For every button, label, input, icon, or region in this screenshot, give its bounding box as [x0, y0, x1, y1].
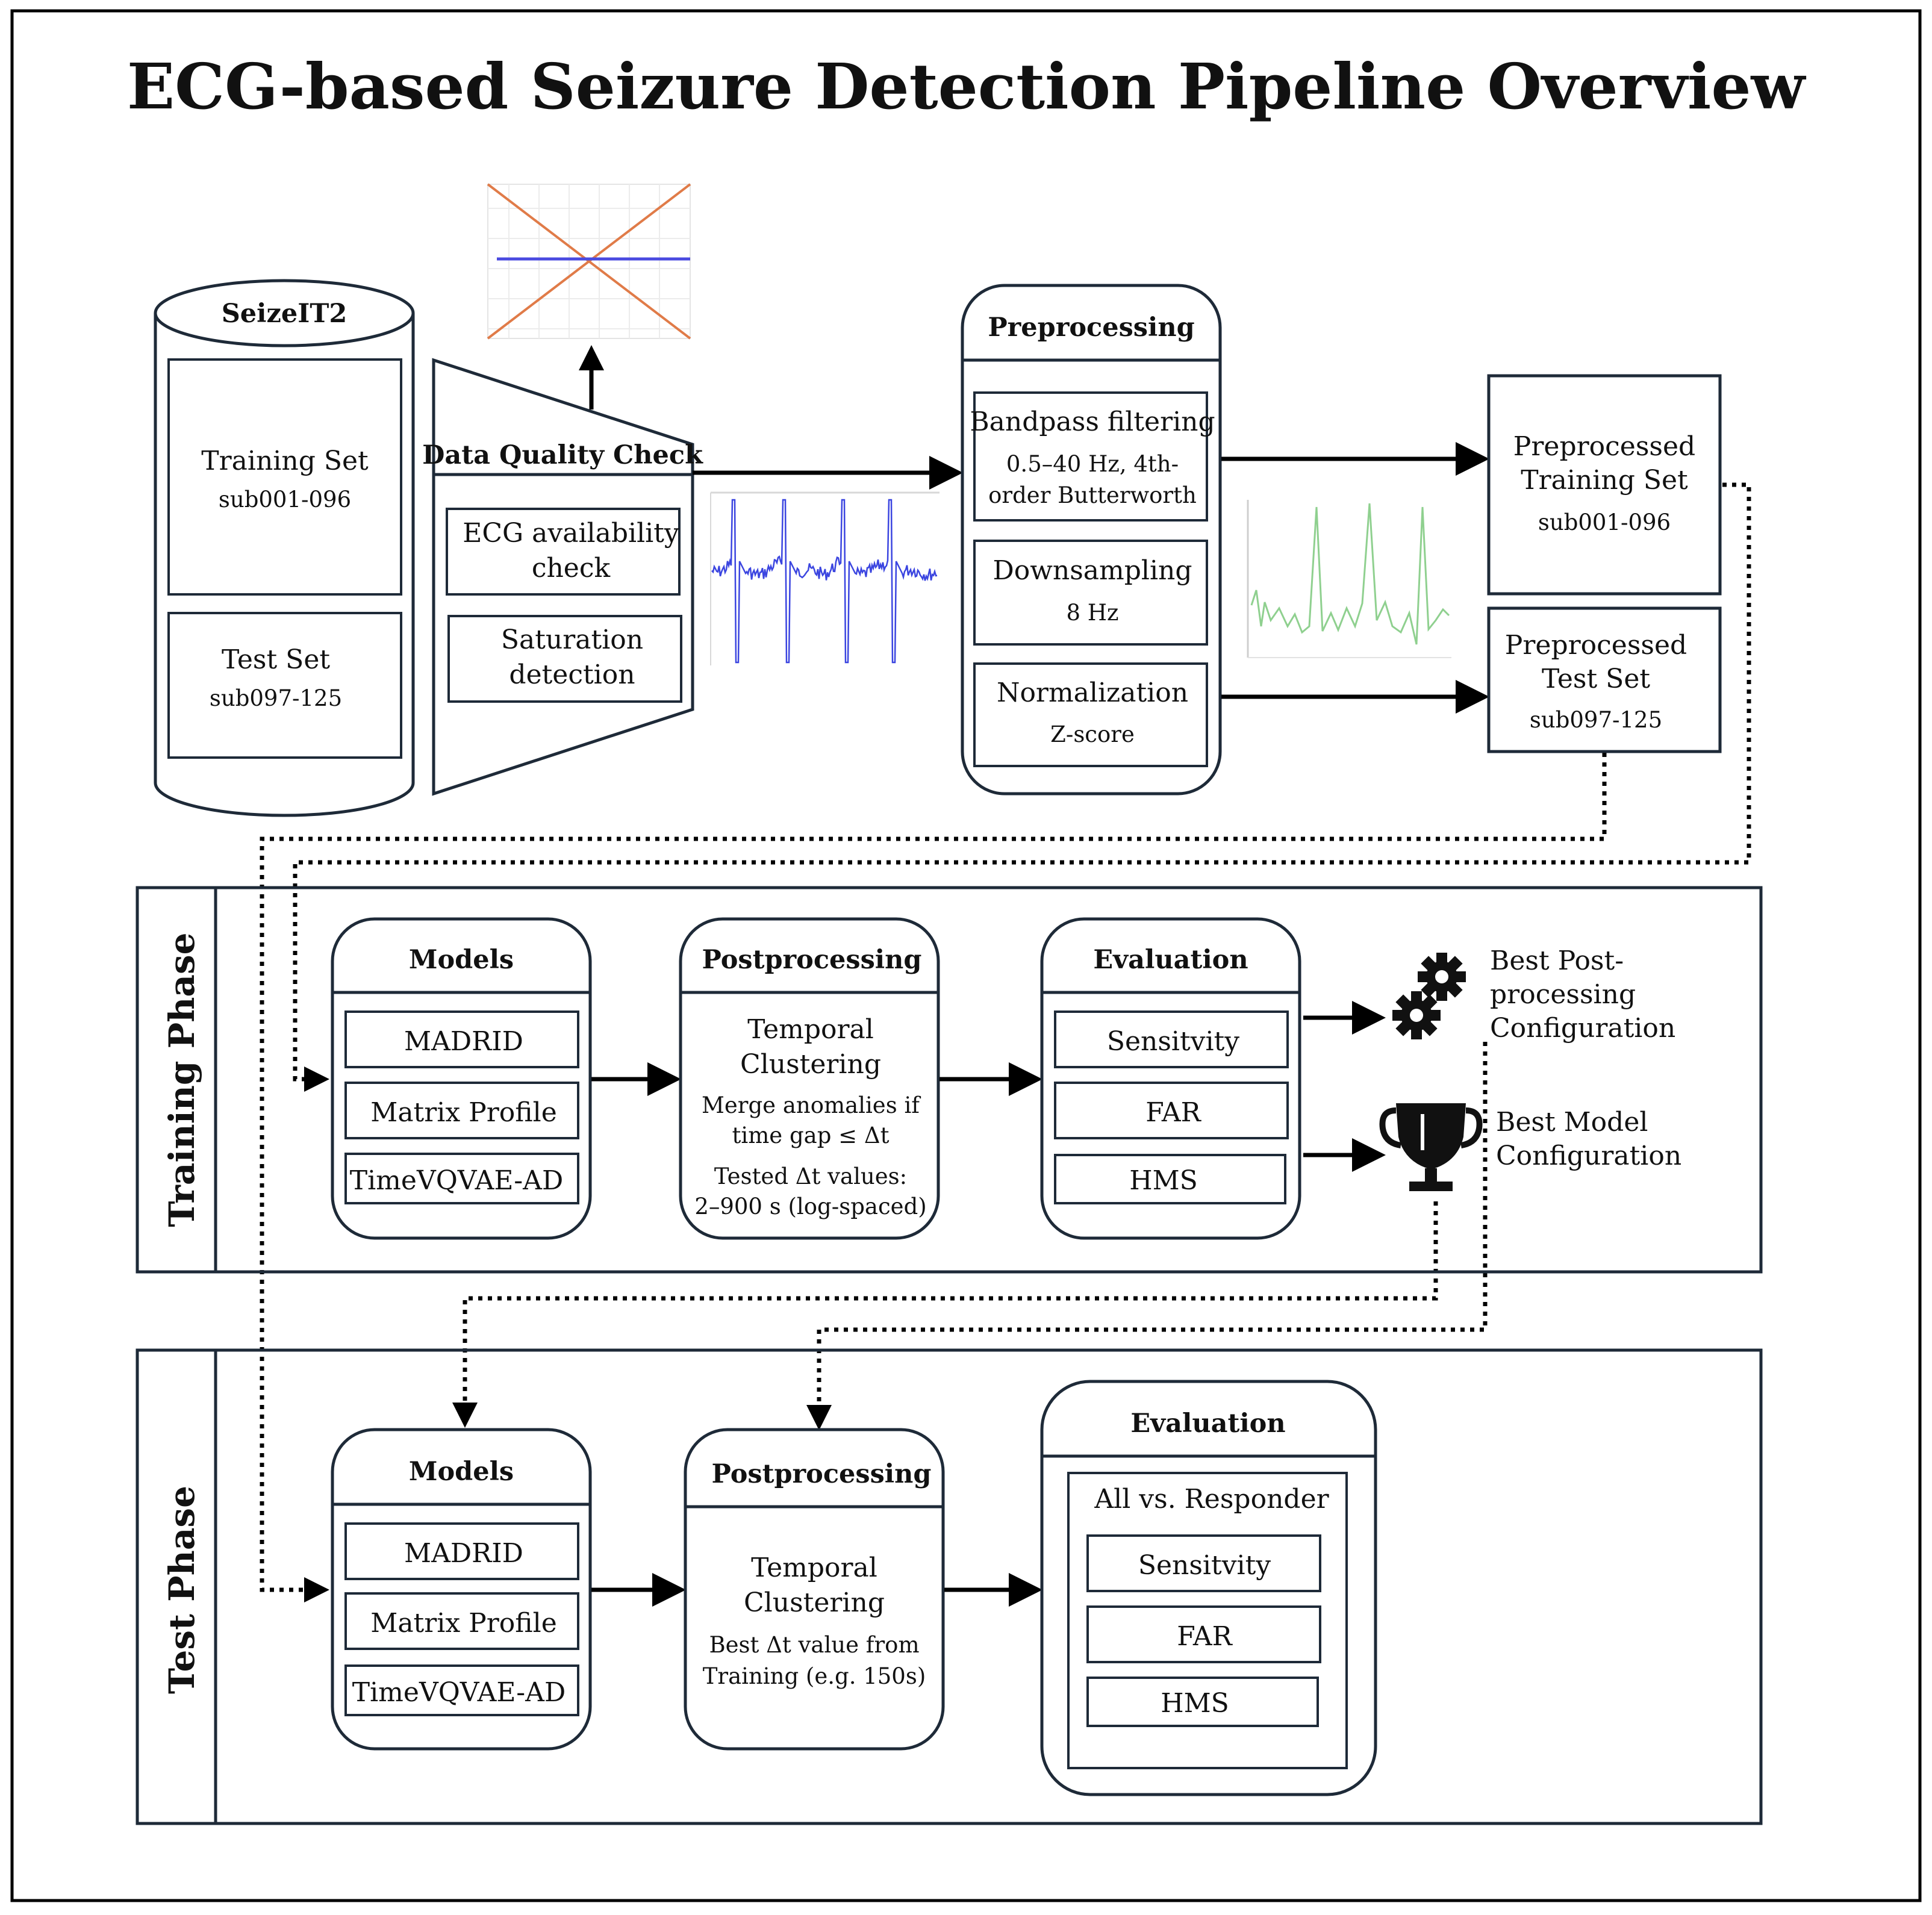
preprocessed-test-range: sub097-125: [1530, 707, 1662, 733]
preprocessed-train-line1: Preprocessed: [1513, 431, 1695, 462]
data-quality-check: Data Quality Check ECG availability chec…: [422, 358, 703, 796]
preprocessed-train-line2: Training Set: [1521, 465, 1688, 496]
preprocessed-training-set: Preprocessed Training Set sub001-096: [1487, 374, 1722, 596]
quality-item-availability-2: check: [532, 553, 611, 584]
test-metric-hms: HMS: [1161, 1688, 1229, 1719]
test-metric-sensitivity: Sensitvity: [1138, 1550, 1271, 1581]
test-post-desc1: Best Δt value from: [709, 1632, 919, 1658]
bandpass-title: Bandpass filtering: [970, 406, 1215, 437]
training-model-matrix-profile: Matrix Profile: [370, 1097, 556, 1128]
test-post-title: Postprocessing: [712, 1459, 932, 1489]
test-post-line2: Clustering: [744, 1587, 885, 1618]
quality-title: Data Quality Check: [422, 440, 703, 470]
preprocessed-test-line1: Preprocessed: [1505, 630, 1687, 661]
preprocessing-title: Preprocessing: [988, 313, 1194, 343]
preprocessed-test-line2: Test Set: [1542, 664, 1650, 694]
training-set-label: Training Set: [201, 446, 369, 476]
test-models-title: Models: [409, 1457, 514, 1487]
page-title: ECG-based Seizure Detection Pipeline Ove…: [127, 49, 1807, 123]
training-post-desc2: time gap ≤ Δt: [732, 1123, 890, 1148]
test-phase-label: Test Phase: [161, 1486, 202, 1694]
test-set-box: [167, 612, 402, 759]
preprocessing-block: Preprocessing Bandpass filtering 0.5–40 …: [961, 284, 1222, 796]
test-phase-panel: Test Phase Models MADRID Matrix Profile …: [136, 1348, 1763, 1825]
training-metric-sensitivity: Sensitvity: [1107, 1026, 1239, 1057]
training-model-madrid: MADRID: [404, 1026, 523, 1057]
quality-item-saturation-2: detection: [509, 659, 635, 690]
gears-icon: [1392, 953, 1466, 1039]
normalization-title: Normalization: [997, 677, 1188, 708]
quality-item-saturation-1: Saturation: [501, 624, 643, 655]
test-metric-far: FAR: [1177, 1621, 1233, 1652]
processed-ecg-plot: [1247, 500, 1451, 658]
raw-ecg-plot: [710, 491, 940, 665]
training-post-desc1: Merge anomalies if: [702, 1092, 921, 1118]
training-set-box: [167, 358, 402, 596]
training-post-line1: Temporal: [747, 1014, 874, 1045]
training-eval-title: Evaluation: [1093, 945, 1248, 975]
test-set-range: sub097-125: [210, 685, 342, 711]
dataset-name: SeizeIT2: [222, 299, 347, 329]
test-eval-title: Evaluation: [1130, 1409, 1285, 1439]
training-metric-hms: HMS: [1129, 1165, 1198, 1196]
dataset-cylinder: SeizeIT2 Training Set sub001-096 Test Se…: [154, 279, 415, 817]
downsampling-value: 8 Hz: [1066, 600, 1118, 626]
training-metric-far: FAR: [1145, 1097, 1201, 1128]
test-set-label: Test Set: [222, 644, 330, 675]
trophy-icon: [1379, 1103, 1483, 1191]
test-eval-group: All vs. Responder: [1094, 1484, 1329, 1515]
test-model-madrid: MADRID: [404, 1538, 523, 1569]
best-model-line2: Configuration: [1496, 1141, 1681, 1171]
best-post-line2: processing: [1490, 979, 1636, 1010]
training-post-desc4: 2–900 s (log-spaced): [694, 1194, 926, 1219]
training-post-line2: Clustering: [740, 1049, 881, 1080]
quality-check-plot: [487, 183, 691, 340]
bandpass-line2: order Butterworth: [988, 482, 1197, 508]
outer-frame: [10, 9, 1922, 1902]
training-models-title: Models: [409, 945, 514, 975]
best-model-line1: Best Model: [1496, 1107, 1648, 1138]
bandpass-line1: 0.5–40 Hz, 4th-: [1006, 451, 1179, 477]
training-model-timevqvae: TimeVQVAE-AD: [350, 1165, 563, 1196]
training-phase-panel: Training Phase Models MADRID Matrix Prof…: [136, 886, 1763, 1274]
downsampling-title: Downsampling: [992, 555, 1192, 586]
normalization-value: Z-score: [1050, 721, 1135, 747]
test-model-matrix-profile: Matrix Profile: [370, 1608, 556, 1639]
test-post-line1: Temporal: [751, 1552, 877, 1583]
preprocessed-test-set: Preprocessed Test Set sub097-125: [1487, 606, 1722, 753]
training-post-title: Postprocessing: [702, 945, 922, 975]
preprocessed-train-range: sub001-096: [1538, 509, 1671, 535]
test-post-desc2: Training (e.g. 150s): [703, 1663, 926, 1689]
training-set-range: sub001-096: [219, 487, 351, 512]
best-post-line1: Best Post-: [1490, 945, 1624, 976]
test-model-timevqvae: TimeVQVAE-AD: [352, 1677, 566, 1708]
best-post-line3: Configuration: [1490, 1013, 1675, 1044]
training-post-desc3: Tested Δt values:: [714, 1163, 907, 1189]
quality-item-availability-1: ECG availability: [463, 518, 679, 549]
training-phase-label: Training Phase: [161, 932, 202, 1227]
